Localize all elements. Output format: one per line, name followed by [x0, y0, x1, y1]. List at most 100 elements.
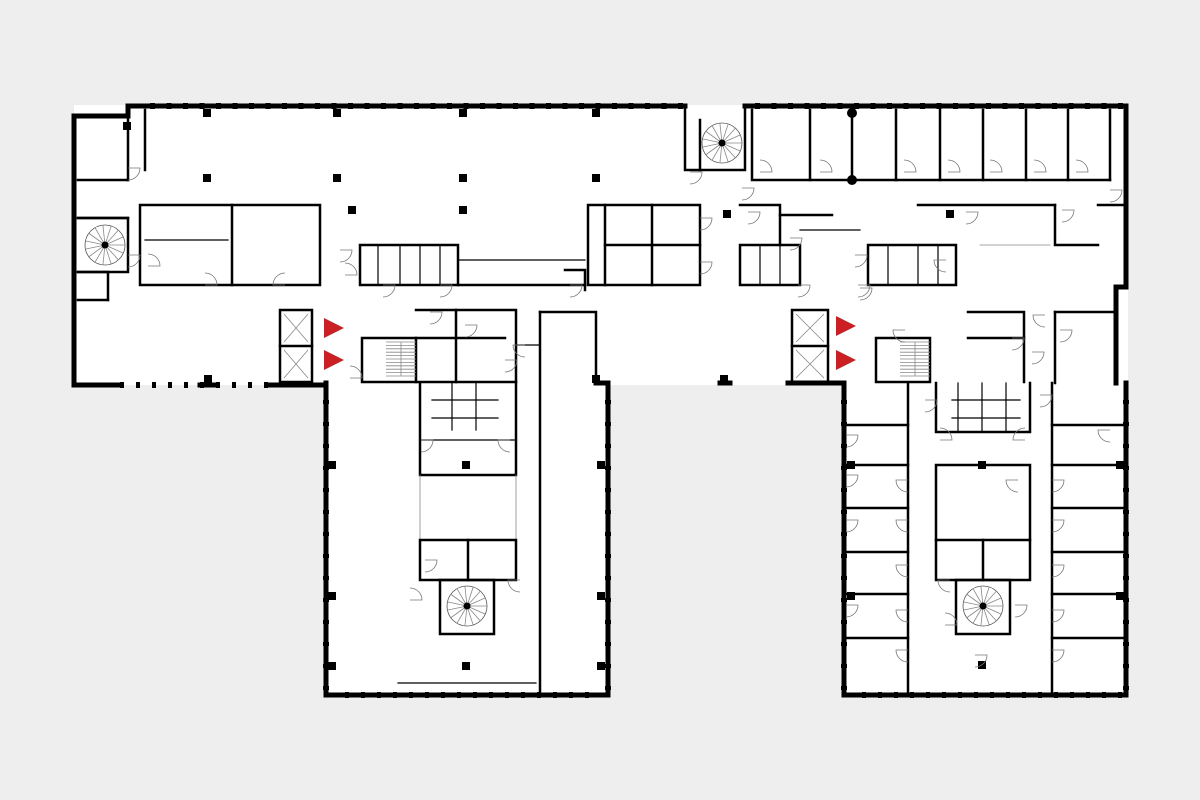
triangle-right-icon — [324, 318, 344, 338]
window-mullion — [323, 444, 329, 448]
window-mullion — [605, 642, 611, 646]
triangle-right-icon — [324, 350, 344, 370]
window-mullion — [837, 103, 843, 109]
window-mullion — [150, 103, 155, 109]
window-mullion — [323, 598, 329, 602]
window-mullion — [1123, 620, 1129, 624]
structural-column — [333, 174, 341, 182]
window-mullion — [1101, 103, 1107, 109]
window-mullion — [862, 692, 866, 698]
window-mullion — [232, 103, 238, 109]
window-mullion — [409, 692, 413, 698]
window-mullion — [323, 532, 329, 536]
window-mullion — [605, 422, 611, 426]
window-mullion — [605, 576, 611, 580]
window-mullion — [788, 103, 793, 109]
window-mullion — [216, 382, 220, 388]
window-mullion — [430, 103, 436, 109]
window-mullion — [953, 103, 958, 109]
window-mullion — [605, 466, 611, 470]
window-mullion — [910, 692, 914, 698]
window-mullion — [136, 382, 140, 388]
structural-column — [597, 592, 605, 600]
window-mullion — [264, 382, 268, 388]
window-mullion — [661, 103, 667, 109]
window-mullion — [457, 692, 461, 698]
window-mullion — [546, 103, 551, 109]
structural-column — [462, 662, 470, 670]
window-mullion — [529, 103, 535, 109]
structural-column — [597, 662, 605, 670]
window-mullion — [480, 103, 485, 109]
window-mullion — [605, 686, 611, 690]
window-mullion — [1085, 103, 1090, 109]
structural-column — [1116, 592, 1124, 600]
window-mullion — [120, 382, 124, 388]
window-mullion — [870, 103, 876, 109]
window-mullion — [323, 510, 329, 514]
window-mullion — [463, 103, 469, 109]
window-mullion — [323, 422, 329, 426]
window-mullion — [841, 444, 847, 448]
window-mullion — [553, 692, 557, 698]
window-mullion — [841, 620, 847, 624]
window-mullion — [562, 103, 568, 109]
window-mullion — [605, 488, 611, 492]
window-mullion — [183, 103, 188, 109]
window-mullion — [232, 382, 236, 388]
window-mullion — [605, 510, 611, 514]
window-mullion — [585, 692, 589, 698]
window-mullion — [579, 103, 584, 109]
window-mullion — [1086, 692, 1090, 698]
window-mullion — [1123, 532, 1129, 536]
window-mullion — [364, 103, 370, 109]
window-mullion — [248, 382, 252, 388]
window-mullion — [894, 692, 898, 698]
window-mullion — [282, 103, 287, 109]
window-mullion — [1002, 103, 1008, 109]
structural-column — [946, 210, 954, 218]
window-mullion — [323, 642, 329, 646]
window-mullion — [1123, 598, 1129, 602]
window-mullion — [323, 664, 329, 668]
window-mullion — [1123, 444, 1129, 448]
window-mullion — [969, 103, 975, 109]
window-mullion — [678, 103, 683, 109]
window-mullion — [323, 576, 329, 580]
window-mullion — [1123, 488, 1129, 492]
structural-column — [847, 592, 855, 600]
window-mullion — [878, 692, 882, 698]
window-mullion — [216, 103, 221, 109]
window-mullion — [1123, 576, 1129, 580]
window-mullion — [381, 103, 386, 109]
window-mullion — [841, 510, 847, 514]
window-mullion — [841, 576, 847, 580]
structural-column — [328, 662, 336, 670]
window-mullion — [505, 692, 509, 698]
window-mullion — [447, 103, 452, 109]
structural-column — [348, 206, 356, 214]
window-mullion — [166, 103, 172, 109]
window-mullion — [569, 692, 573, 698]
window-mullion — [393, 692, 397, 698]
structural-column — [723, 210, 731, 218]
triangle-right-icon — [836, 350, 856, 370]
window-mullion — [1068, 103, 1074, 109]
window-mullion — [605, 664, 611, 668]
window-mullion — [936, 103, 942, 109]
spiral-stair-icon — [84, 122, 1004, 627]
structural-column — [597, 461, 605, 469]
window-mullion — [605, 444, 611, 448]
structural-column — [459, 109, 467, 117]
window-mullion — [841, 554, 847, 558]
window-mullion — [200, 382, 204, 388]
window-mullion — [397, 103, 403, 109]
window-mullion — [605, 620, 611, 624]
interior-walls — [76, 104, 1128, 697]
window-mullion — [1123, 642, 1129, 646]
structural-columns — [123, 108, 1124, 670]
window-mullion — [771, 103, 777, 109]
window-mullion — [926, 692, 930, 698]
